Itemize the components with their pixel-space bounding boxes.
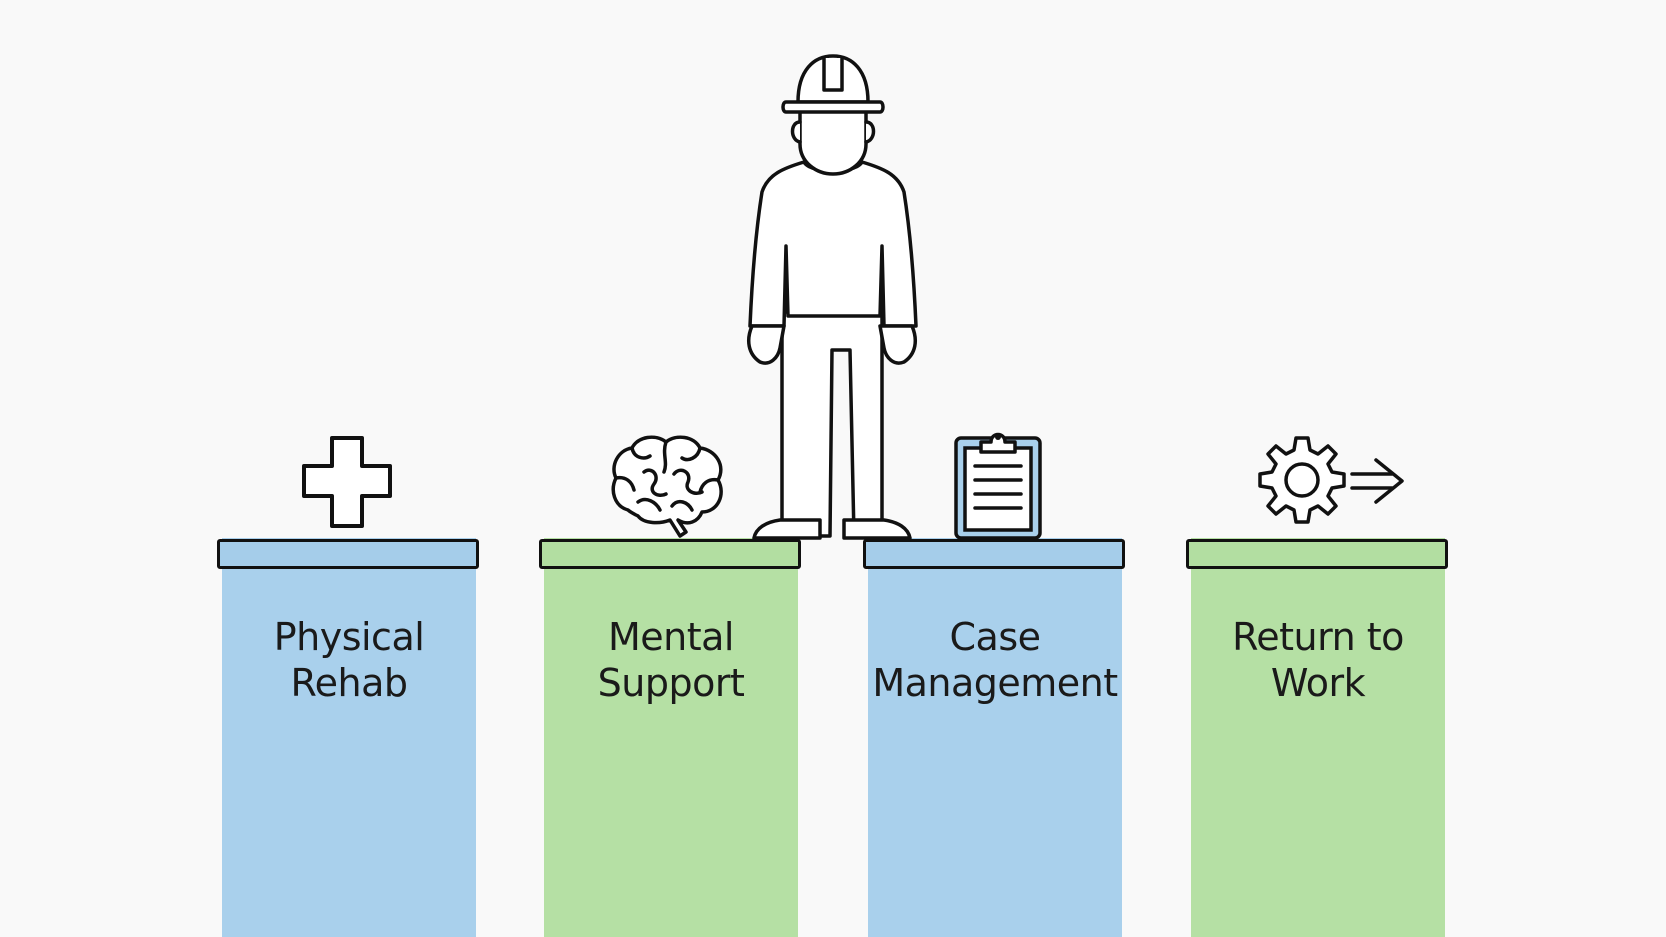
pillar-label-line2: Management (872, 661, 1118, 705)
pillar-return-to-work (1191, 538, 1445, 937)
gear-arrow-icon (1258, 436, 1404, 524)
pillar-label-line1: Return to (1232, 615, 1404, 659)
pillar-label-physical-rehab: Physical Rehab (204, 614, 494, 706)
pillar-cap-mental-support (539, 539, 801, 569)
pillar-label-case-management: Case Management (850, 614, 1140, 706)
pillar-mental-support (544, 538, 798, 937)
pillar-label-line2: Work (1270, 661, 1366, 705)
pillar-label-mental-support: Mental Support (526, 614, 816, 706)
pillar-cap-case-management (863, 539, 1125, 569)
medical-cross-icon (302, 436, 392, 528)
pillar-physical-rehab (222, 538, 476, 937)
pillar-case-management (868, 538, 1122, 937)
pillar-label-return-to-work: Return to Work (1173, 614, 1463, 706)
pillar-cap-return-to-work (1186, 539, 1448, 569)
pillar-cap-physical-rehab (217, 539, 479, 569)
worker-hardhat-icon (746, 54, 918, 540)
pillar-label-line1: Physical (273, 615, 425, 659)
brain-icon (611, 435, 723, 538)
pillar-label-line1: Mental (608, 615, 735, 659)
clipboard-icon (954, 432, 1042, 540)
pillar-label-line2: Support (597, 661, 745, 705)
pillar-label-line1: Case (949, 615, 1042, 659)
pillar-label-line2: Rehab (290, 661, 408, 705)
